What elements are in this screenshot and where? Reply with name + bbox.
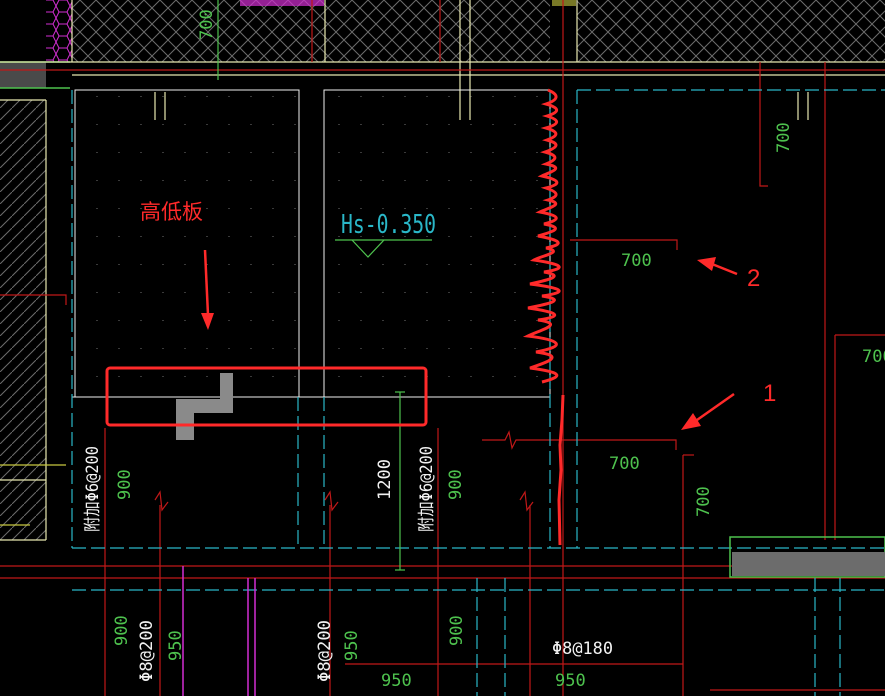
arrow-1 xyxy=(696,392,735,422)
arrow-2-label: 2 xyxy=(747,265,760,292)
dim-far-right-700: 700 xyxy=(862,347,885,367)
dim-bottom-center-900: 900 xyxy=(447,615,467,646)
rebar-bottom-mid-bar: Φ8@200 xyxy=(315,620,335,682)
vertical-markup xyxy=(557,394,565,546)
right-wall-block xyxy=(729,536,885,578)
red-markup: 高低板 2 1 xyxy=(105,88,776,546)
dim-middle-1200: 1200 xyxy=(375,459,395,500)
dim-bottom-mid-950: 950 xyxy=(342,630,362,661)
dim-right-top-700: 700 xyxy=(774,122,794,153)
rebar-middle-added-bar: 附加Φ6@200 xyxy=(417,446,437,532)
dim-right-900: 900 xyxy=(446,469,466,500)
left-wall-hatch xyxy=(0,61,70,540)
label-arrow xyxy=(203,249,210,316)
slab-dot-fill xyxy=(76,92,548,392)
dim-bottom-left-900: 900 xyxy=(112,615,132,646)
dim-bottom-950-b: 950 xyxy=(555,671,586,691)
arrow-2 xyxy=(711,262,738,276)
dim-bottom-left-950: 950 xyxy=(166,630,186,661)
green-leaders xyxy=(217,0,405,571)
dimension-texts: 700 700 700 700 700 700 900 900 900 950 … xyxy=(112,9,885,691)
top-wall-hatch xyxy=(46,0,885,62)
rebar-lines xyxy=(182,566,256,696)
zigzag-markup xyxy=(522,88,561,384)
white-texts: 1200 附加Φ6@200 附加Φ6@200 Φ8@200 Φ8@200 Φ8@… xyxy=(83,446,613,682)
high-low-slab-label: 高低板 xyxy=(140,200,203,224)
dim-top-wall-700: 700 xyxy=(197,9,217,40)
wall-outlines xyxy=(0,0,885,541)
dim-mid-700-label1: 700 xyxy=(609,454,640,474)
dim-mid-700-label2: 700 xyxy=(621,251,652,271)
slab-edges xyxy=(72,89,551,398)
dim-bottom-950-a: 950 xyxy=(381,671,412,691)
elevation-marker: Hs-0.350 xyxy=(335,210,436,258)
rebar-bottom-left-bar: Φ8@200 xyxy=(137,620,157,682)
yellow-stubs xyxy=(0,464,66,526)
dim-right-vertical-700: 700 xyxy=(694,486,714,517)
rebar-left-added-bar: 附加Φ6@200 xyxy=(83,446,103,532)
arrow-1-label: 1 xyxy=(763,380,776,407)
highlight-box xyxy=(105,366,428,427)
rebar-bottom-right-bar: Φ8@180 xyxy=(552,639,613,659)
dim-left-900: 900 xyxy=(115,469,135,500)
slab-step-section xyxy=(176,373,233,440)
elevation-text: Hs-0.350 xyxy=(341,210,436,240)
